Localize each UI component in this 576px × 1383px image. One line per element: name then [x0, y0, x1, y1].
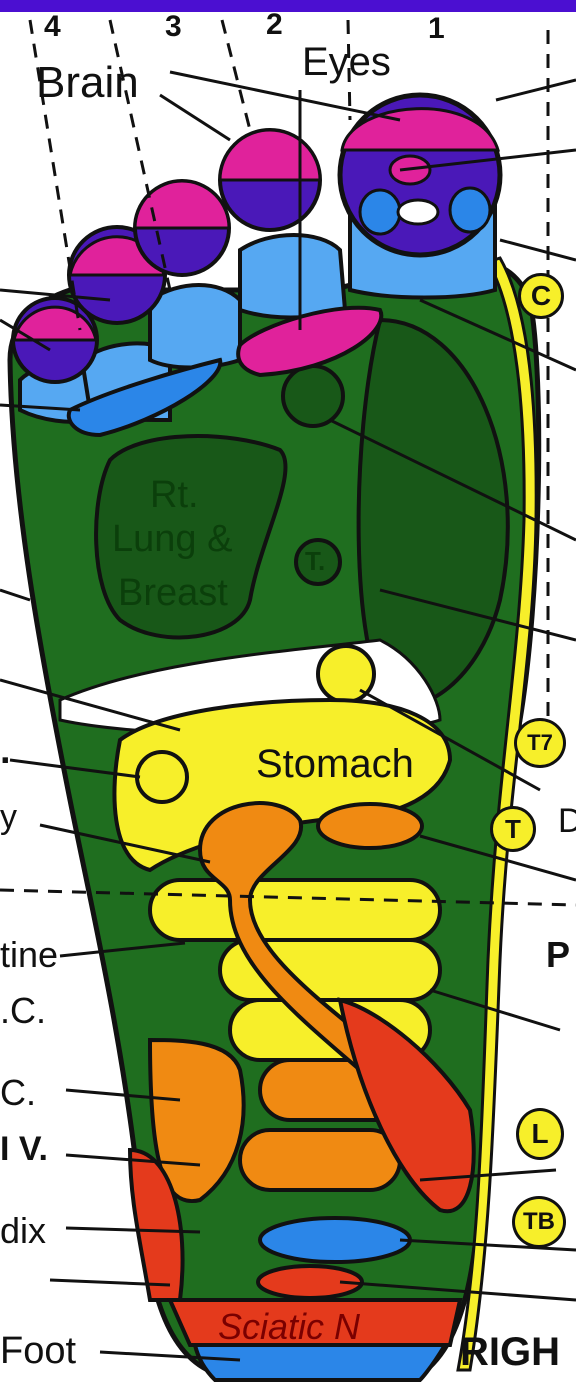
pointer-right-3: [500, 240, 576, 260]
colon-lower: [240, 1130, 400, 1190]
toe-1-magenta: [220, 130, 320, 180]
zone-number-4: 4: [44, 10, 61, 44]
label-dot: .: [0, 730, 11, 773]
badge-t: T: [490, 806, 536, 852]
zone-number-1: 1: [428, 12, 445, 46]
label-iv: I V.: [0, 1130, 48, 1169]
badge-tb: TB: [512, 1196, 566, 1248]
badge-t-green: T.: [305, 546, 325, 577]
label-d: D: [558, 802, 576, 841]
toe-2-magenta: [135, 181, 229, 228]
zone-number-2: 2: [266, 8, 283, 42]
label-stomach: Stomach: [256, 742, 414, 787]
label-righ: RIGH: [460, 1330, 560, 1375]
label-p: P: [546, 934, 570, 976]
badge-l: L: [516, 1108, 564, 1160]
pointer-left-4: [0, 590, 30, 600]
pointer-brain-2: [160, 95, 230, 140]
label-y: y: [0, 798, 17, 837]
shoulder-point: [283, 366, 343, 426]
label-brain: Brain: [36, 58, 139, 108]
zone-line-2: [222, 20, 250, 130]
pancreas: [318, 804, 422, 848]
label-lung: Lung &: [112, 518, 232, 561]
zone-number-3: 3: [165, 10, 182, 44]
pointer-right-1: [496, 80, 576, 100]
label-eyes: Eyes: [302, 40, 391, 85]
adrenal-point: [137, 752, 187, 802]
label-c: C.: [0, 1072, 36, 1114]
toe-base-2: [150, 285, 240, 368]
heel-blue: [195, 1345, 445, 1380]
label-dix: dix: [0, 1210, 46, 1252]
intestine-1: [150, 880, 440, 940]
label-sciatic: Sciatic N: [218, 1306, 360, 1348]
bladder-blue: [260, 1218, 410, 1262]
label-foot: Foot: [0, 1330, 76, 1373]
label-breast: Breast: [118, 572, 228, 615]
badge-c: C: [518, 273, 564, 319]
label-lc: .C.: [0, 990, 46, 1032]
eye-left: [360, 190, 400, 234]
eye-right: [450, 188, 490, 232]
label-rt: Rt.: [150, 474, 199, 517]
toe-base-1: [240, 235, 345, 318]
pineal-point: [398, 200, 438, 224]
label-tine: tine: [0, 934, 58, 976]
badge-t7: T7: [514, 718, 566, 768]
